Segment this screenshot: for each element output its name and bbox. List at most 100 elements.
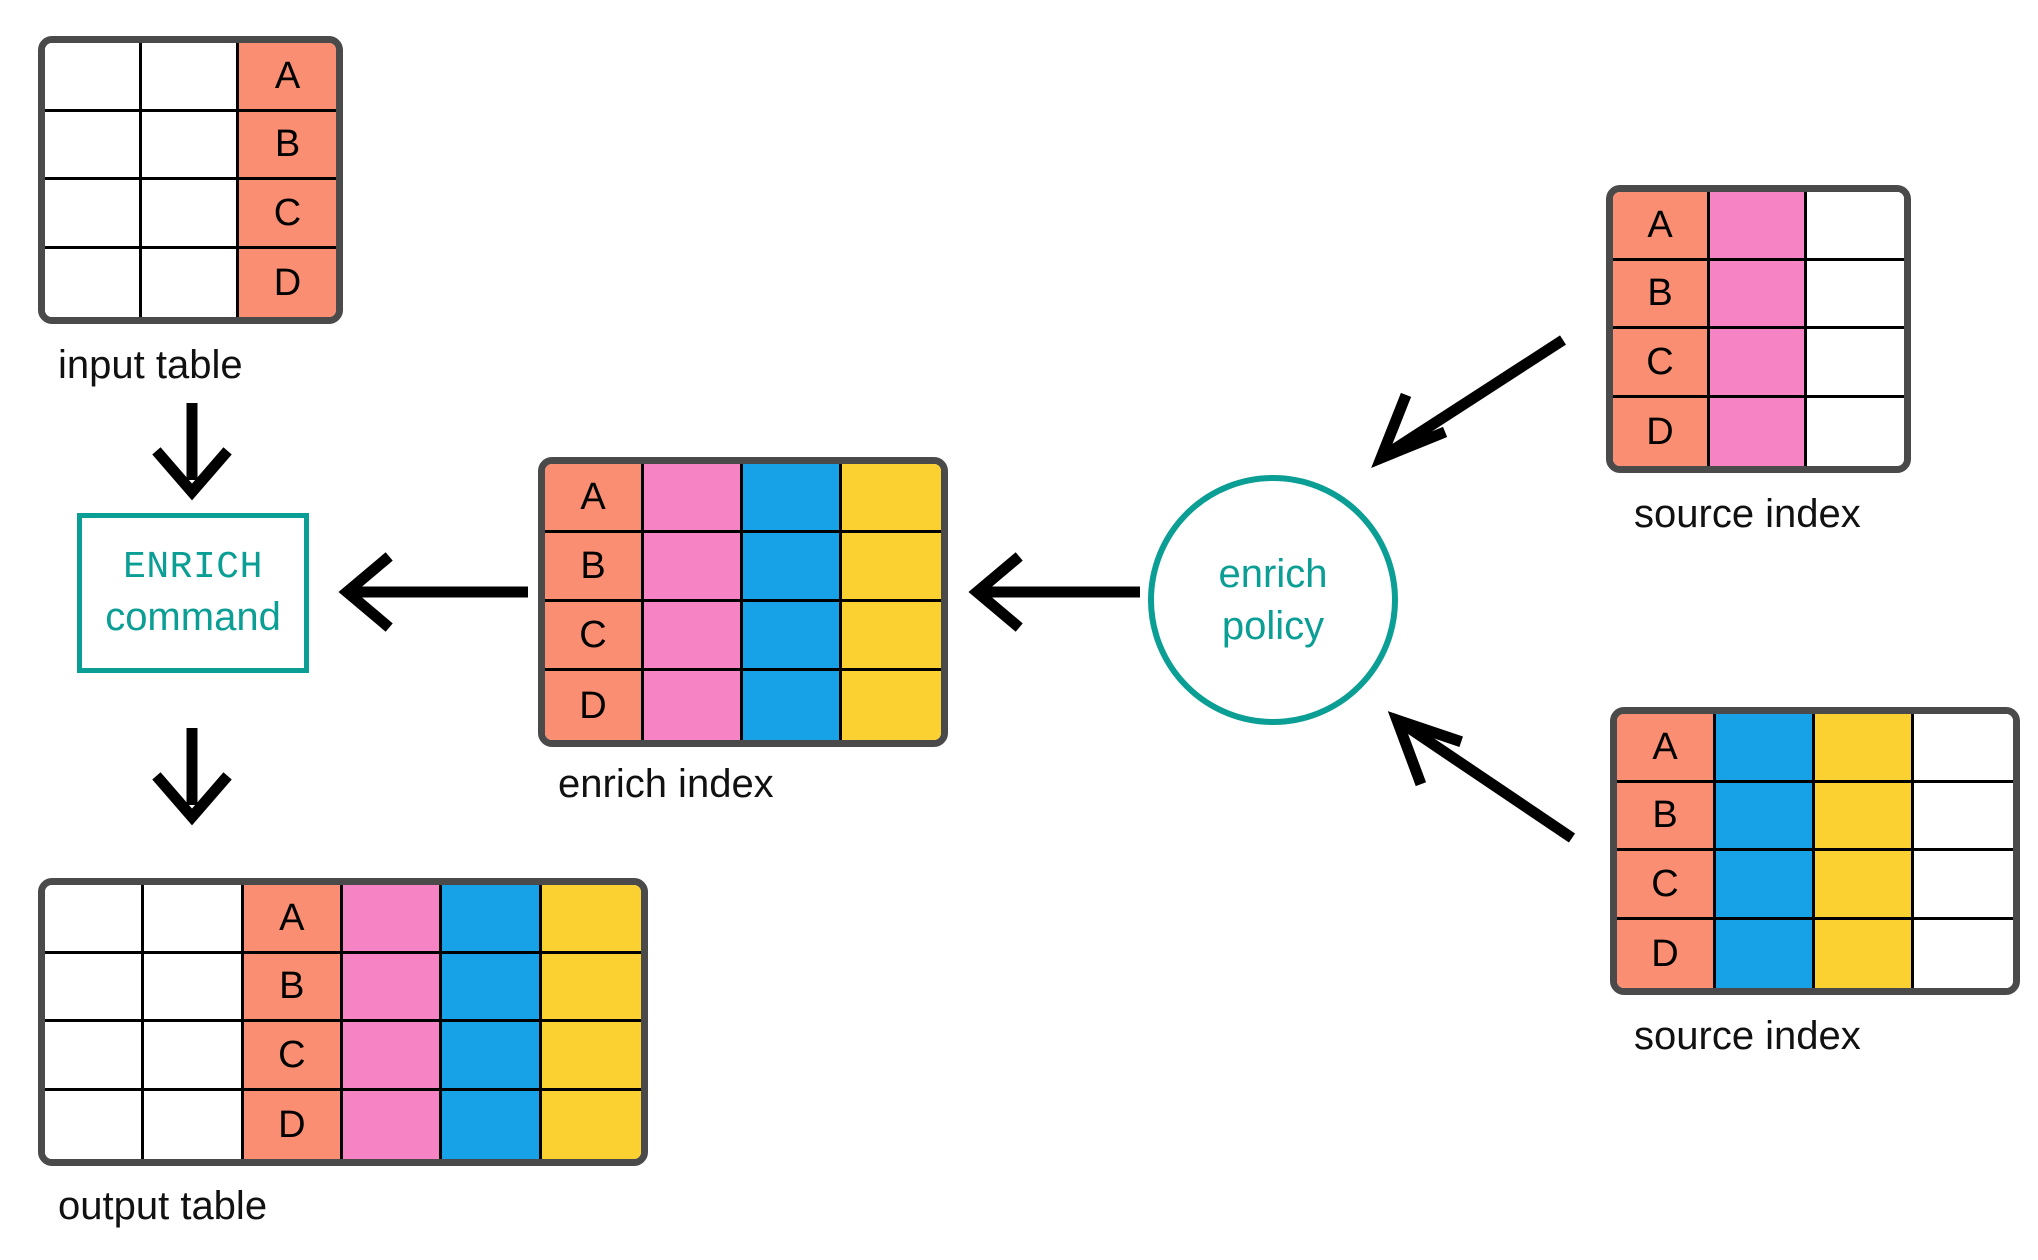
table-row: D (1613, 397, 1904, 466)
table-cell (1815, 851, 1914, 920)
table-cell (45, 885, 145, 954)
table-row: C (545, 602, 941, 671)
table-key-cell: D (1617, 919, 1716, 988)
table-cell (1710, 192, 1807, 261)
table-cell (144, 953, 244, 1022)
table-cell (1807, 260, 1904, 329)
table-cell (1815, 714, 1914, 783)
table-cell (1716, 851, 1815, 920)
source-index-top-to-policy-arrow (1371, 335, 1566, 468)
table-cell (1815, 782, 1914, 851)
table-row: A (1613, 192, 1904, 261)
table-cell (644, 533, 743, 602)
output-table-caption: output table (58, 1184, 268, 1228)
command-to-output-arrow (152, 728, 232, 826)
table-key-cell: C (239, 180, 336, 249)
table-cell (1807, 397, 1904, 466)
enrich-command-box[interactable]: ENRICH command (77, 513, 309, 673)
table-key-cell: C (1613, 329, 1710, 398)
table-cell (842, 464, 941, 533)
source-index-bottom-caption: source index (1634, 1014, 1861, 1058)
enrich-index-to-command-arrow (338, 552, 528, 632)
table-key-cell: C (243, 1022, 343, 1091)
table-row: C (1617, 851, 2013, 920)
table-key-cell: D (545, 671, 644, 740)
table-cell (142, 111, 239, 180)
table-row: C (45, 1022, 641, 1091)
table-key-cell: D (1613, 397, 1710, 466)
table-cell (644, 671, 743, 740)
table-key-cell: C (1617, 851, 1716, 920)
table-cell (442, 1022, 542, 1091)
table-cell (541, 1022, 641, 1091)
enrich-policy-line-1: enrich (1218, 552, 1328, 596)
input-table-caption: input table (58, 343, 243, 387)
table-key-cell: C (545, 602, 644, 671)
table-row: D (45, 248, 336, 317)
table-cell (342, 1090, 443, 1159)
table-cell (1807, 192, 1904, 261)
input-to-command-arrow (152, 403, 232, 501)
table-row: A (545, 464, 941, 533)
table-cell (1914, 714, 2013, 783)
table-cell (442, 1090, 542, 1159)
enrich-keyword-label: ENRICH (123, 546, 263, 590)
table-cell (644, 602, 743, 671)
source-index-top-caption: source index (1634, 492, 1861, 536)
enrich-command-word-label: command (105, 594, 281, 639)
table-key-cell: D (239, 248, 336, 317)
table-key-cell: B (1613, 260, 1710, 329)
table-cell (45, 111, 142, 180)
table-cell (144, 1022, 244, 1091)
table-cell (442, 953, 542, 1022)
table-cell (541, 953, 641, 1022)
table-cell (45, 1090, 145, 1159)
table-row: B (45, 111, 336, 180)
table-row: D (1617, 919, 2013, 988)
table-row: B (1613, 260, 1904, 329)
table-row: B (45, 953, 641, 1022)
table-key-cell: B (243, 953, 343, 1022)
table-cell (342, 885, 443, 954)
table-cell (1807, 329, 1904, 398)
table-row: C (45, 180, 336, 249)
table-cell (1914, 782, 2013, 851)
table-cell (342, 953, 443, 1022)
table-cell (1710, 329, 1807, 398)
table-cell (743, 671, 842, 740)
table-cell (842, 671, 941, 740)
table-cell (743, 602, 842, 671)
table-cell (743, 464, 842, 533)
table-cell (45, 43, 142, 112)
table-cell (45, 953, 145, 1022)
table-row: B (1617, 782, 2013, 851)
table-row: A (45, 43, 336, 112)
table-key-cell: B (545, 533, 644, 602)
table-row: A (45, 885, 641, 954)
policy-to-enrich-index-arrow (968, 552, 1140, 632)
table-cell (144, 1090, 244, 1159)
table-key-cell: A (243, 885, 343, 954)
table-cell (1710, 397, 1807, 466)
table-row: D (45, 1090, 641, 1159)
table-cell (1716, 714, 1815, 783)
table-row: D (545, 671, 941, 740)
table-cell (45, 1022, 145, 1091)
table-cell (142, 43, 239, 112)
table-cell (1710, 260, 1807, 329)
table-key-cell: B (1617, 782, 1716, 851)
table-row: A (1617, 714, 2013, 783)
source-index-bottom-to-policy-arrow (1387, 711, 1576, 843)
table-cell (1914, 919, 2013, 988)
table-cell (541, 885, 641, 954)
table-cell (142, 180, 239, 249)
enrich-policy-circle[interactable]: enrich policy (1148, 475, 1398, 725)
table-key-cell: A (545, 464, 644, 533)
table-cell (1914, 851, 2013, 920)
table-cell (842, 602, 941, 671)
table-key-cell: B (239, 111, 336, 180)
